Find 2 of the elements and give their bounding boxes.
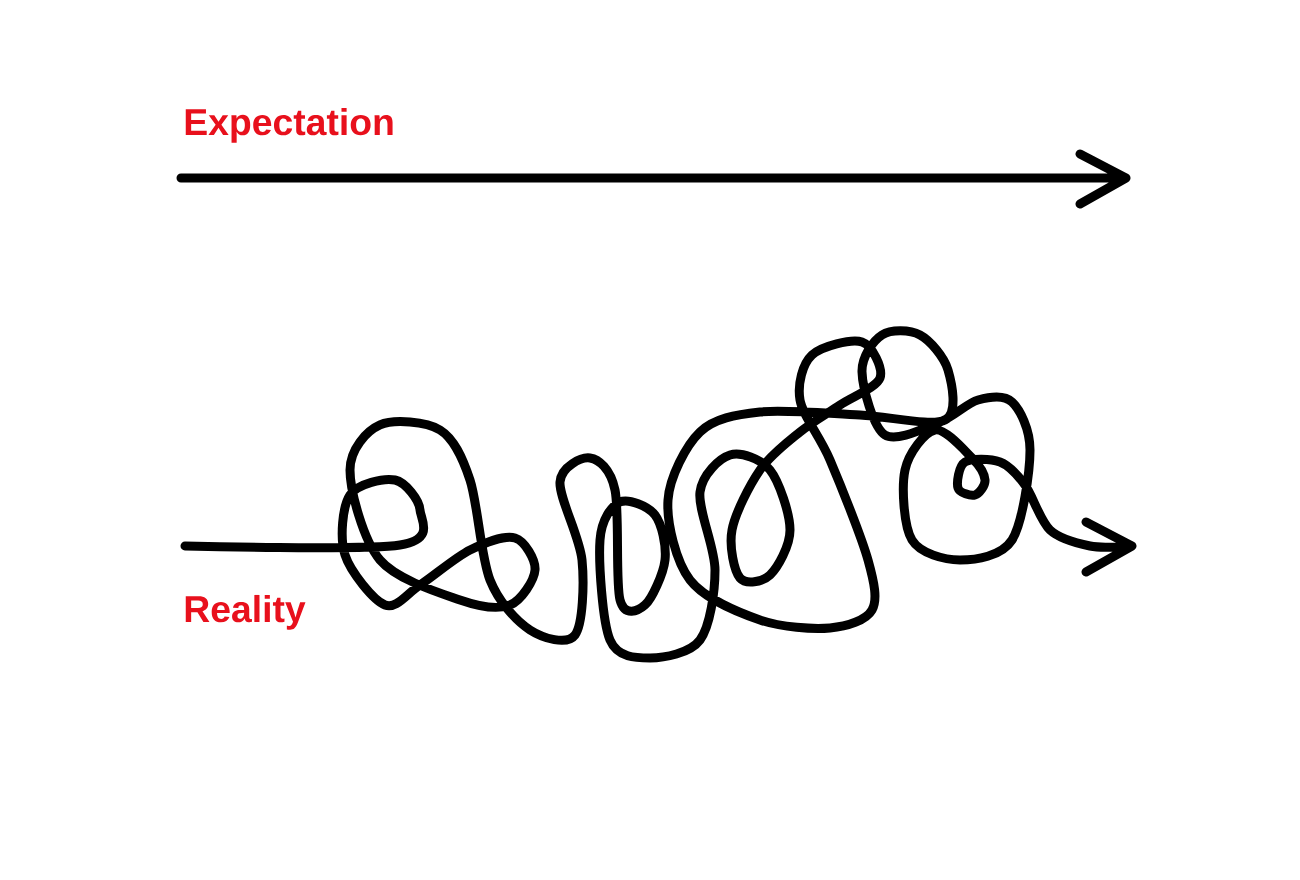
heading-label: Reality xyxy=(185,594,306,630)
heading-label: Expectation xyxy=(185,107,393,143)
